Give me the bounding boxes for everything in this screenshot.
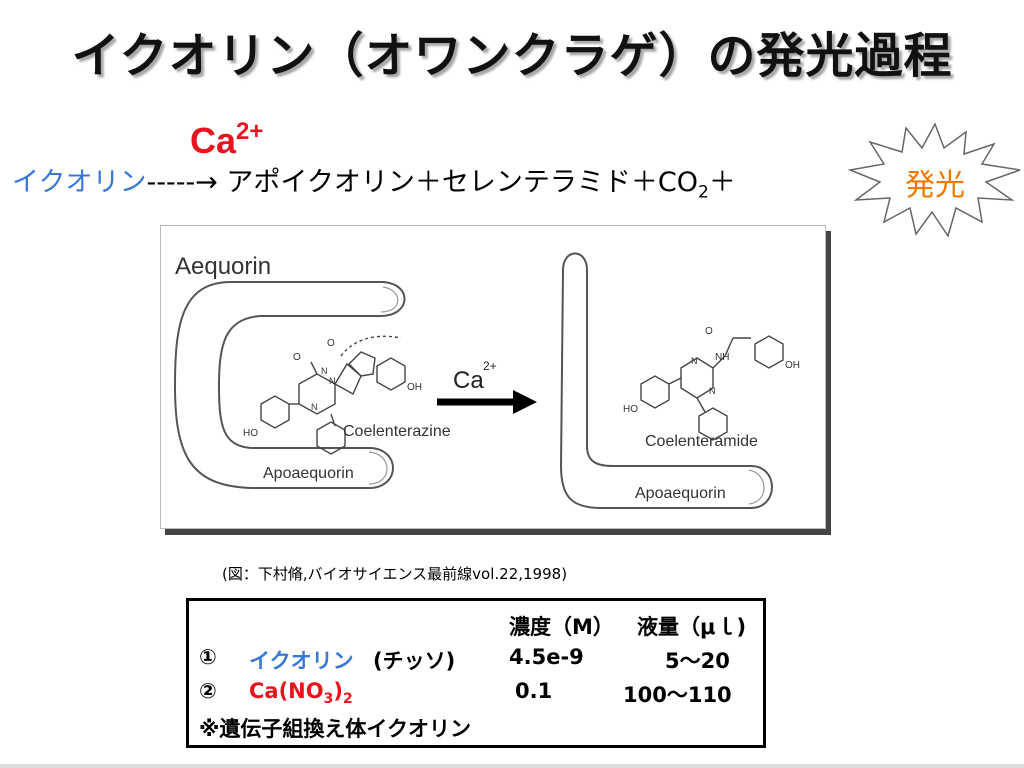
amide-hydroxyl-label: OH — [785, 360, 800, 371]
hydroxyl-left-label: HO — [243, 428, 258, 439]
header-volume: 液量（μｌ) — [637, 615, 747, 639]
hydroxyl-right-label: OH — [407, 382, 422, 393]
ring-n1-label: N — [329, 376, 336, 386]
row1-volume: 5～20 — [665, 649, 730, 673]
row1-number: ① — [199, 645, 217, 669]
arrow-ca-label: Ca — [453, 367, 484, 394]
reagent-table: 濃度（M） 液量（μｌ) ① イクオリン (チッソ) 4.5e-9 5～20 ②… — [186, 598, 766, 748]
co2-subscript: 2 — [697, 182, 709, 203]
row2-calcium-nitrate: Ca(NO3)2 — [249, 679, 353, 707]
ring-n2-label: N — [311, 402, 318, 412]
reaction-plus: ＋ — [708, 167, 736, 198]
row1-aequorin: イクオリン — [249, 649, 354, 673]
ca-reaction-arrow: Ca 2+ — [437, 359, 537, 414]
light-emission-label: 発光 — [905, 168, 965, 203]
amide-o-label: O — [705, 326, 713, 337]
bottom-divider — [0, 764, 1024, 768]
row2-volume: 100～110 — [623, 683, 732, 707]
apoaequorin-right-label: Apoaequorin — [635, 485, 726, 502]
amide-nh-label: NH — [715, 352, 729, 363]
starburst-icon — [847, 122, 1021, 238]
reactant-aequorin: イクオリン — [12, 167, 147, 198]
row2-number: ② — [199, 679, 217, 703]
pyrazine-hydroxyl-label: HO — [623, 404, 638, 415]
reaction-equation: イクオリン-----→ アポイクオリン＋セレンテラミド＋CO2＋ — [12, 160, 736, 202]
apoaequorin-right-shape — [559, 252, 773, 509]
coelenterazine-label: Coelenterazine — [343, 423, 451, 440]
calcium-charge: 2+ — [236, 118, 264, 145]
aequorin-figure: Aequorin Coelenterazine Apoaequorin O O … — [160, 225, 826, 529]
apoaequorin-left-label: Apoaequorin — [263, 465, 354, 482]
header-concentration: 濃度（M） — [509, 615, 614, 639]
coelenteramide-label: Coelenteramide — [645, 433, 758, 450]
pyrazine-n1-label: N — [691, 356, 698, 366]
row2-concentration: 0.1 — [515, 679, 553, 703]
table-footnote: ※遺伝子組換え体イクオリン — [199, 717, 471, 741]
pyrazine-n2-label: N — [709, 386, 716, 396]
row2-formula-sub2: 2 — [342, 691, 353, 708]
aequorin-diagram: Aequorin Coelenterazine Apoaequorin O O … — [173, 252, 800, 509]
ring-n3-label: N — [321, 366, 328, 376]
slide-title: イクオリン（オワンクラゲ）の発光過程 — [71, 28, 953, 84]
apoaequorin-left-shape — [173, 281, 406, 489]
carbonyl-o-label: O — [293, 352, 301, 363]
reaction-arrow: -----→ — [146, 167, 218, 198]
row1-concentration: 4.5e-9 — [509, 645, 584, 669]
calcium-symbol: Ca — [190, 120, 237, 161]
coelenterazine-structure — [260, 335, 406, 455]
arrow-ca-charge: 2+ — [483, 359, 497, 373]
row2-formula-main: Ca(NO — [249, 679, 324, 703]
row2-formula-close: ) — [333, 679, 343, 703]
peroxide-o-label: O — [327, 338, 335, 349]
row1-supplier: (チッソ) — [373, 649, 456, 673]
figure-caption: (図：下村脩,バイオサイエンス最前線vol.22,1998) — [222, 565, 568, 583]
reaction-products: アポイクオリン＋セレンテラミド＋CO — [226, 167, 698, 198]
aequorin-title: Aequorin — [175, 253, 271, 280]
light-emission-burst: 発光 — [847, 122, 1022, 238]
row2-formula-sub1: 3 — [323, 691, 334, 708]
calcium-catalyst-label: Ca2+ — [190, 118, 263, 162]
coelenteramide-structure — [640, 335, 784, 441]
